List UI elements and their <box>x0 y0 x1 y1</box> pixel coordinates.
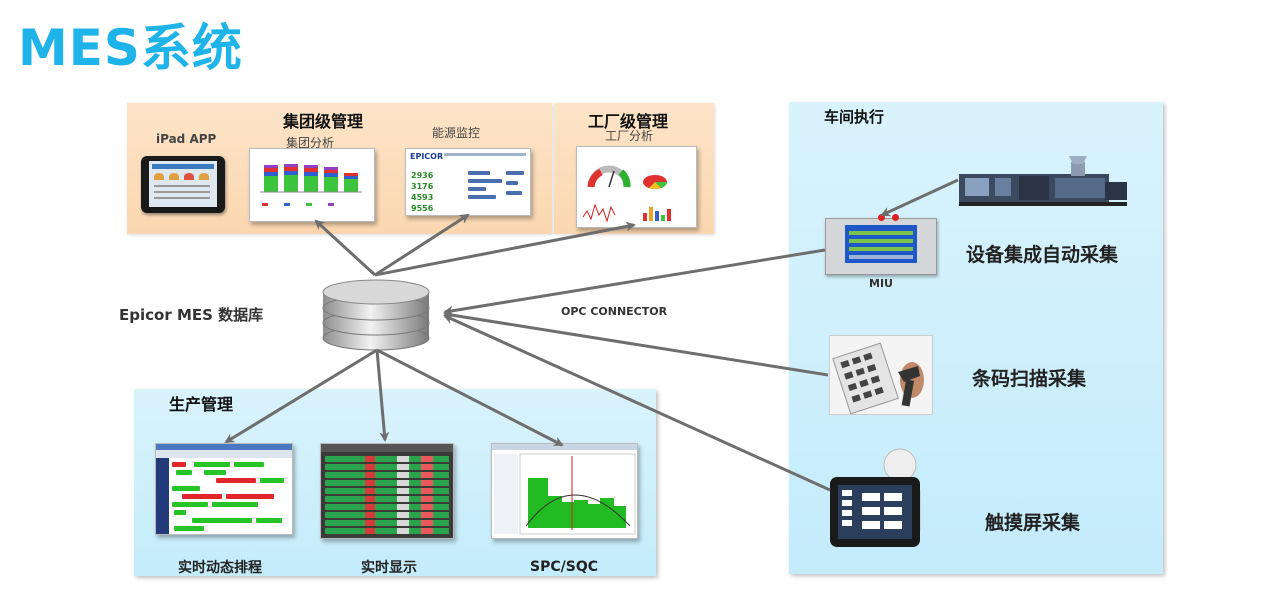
ipad-image <box>141 156 225 213</box>
realtime-display-label: 实时显示 <box>361 560 417 576</box>
group-analysis-label: 集团分析 <box>286 136 335 150</box>
group-analysis-image <box>249 148 375 222</box>
energy-monitor-image: EPICOR 2936 3176 4593 9556 <box>405 148 531 216</box>
opc-connector-label: OPC CONNECTOR <box>561 305 668 318</box>
touchscreen-image <box>828 445 944 552</box>
arrow-miu-to-db <box>443 248 826 316</box>
production-title: 生产管理 <box>169 395 234 414</box>
factory-analysis-image <box>576 146 697 228</box>
ipad-app-label: iPad APP <box>156 132 217 146</box>
workshop-title: 车间执行 <box>824 108 885 126</box>
spc-label: SPC/SQC <box>530 559 598 575</box>
energy-value-4: 9556 <box>411 204 434 213</box>
schedule-screen-image <box>155 443 293 535</box>
miu-label: MIU <box>869 277 893 290</box>
group-level-title: 集团级管理 <box>283 112 364 131</box>
energy-value-1: 2936 <box>411 171 434 180</box>
energy-value-3: 4593 <box>411 193 434 202</box>
database-label: Epicor MES 数据库 <box>119 306 264 324</box>
epicor-logo: EPICOR <box>410 152 444 161</box>
factory-level-title: 工厂级管理 <box>588 112 669 131</box>
injection-machine-image <box>959 156 1131 208</box>
barcode-collection-label: 条码扫描采集 <box>972 368 1087 390</box>
arrow-barcode-to-db <box>443 310 829 377</box>
energy-value-2: 3176 <box>411 182 434 191</box>
page-title: MES系统 <box>18 19 243 77</box>
realtime-display-image <box>320 443 454 539</box>
database-icon <box>320 278 434 356</box>
schedule-label: 实时动态排程 <box>178 560 262 576</box>
factory-analysis-label: 工厂分析 <box>605 129 654 143</box>
barcode-scan-image <box>829 335 933 415</box>
spc-screen-image <box>491 443 638 539</box>
miu-device-image <box>825 214 937 275</box>
touchscreen-collection-label: 触摸屏采集 <box>985 512 1081 534</box>
energy-monitor-label: 能源监控 <box>432 126 481 140</box>
auto-collection-label: 设备集成自动采集 <box>966 244 1119 266</box>
